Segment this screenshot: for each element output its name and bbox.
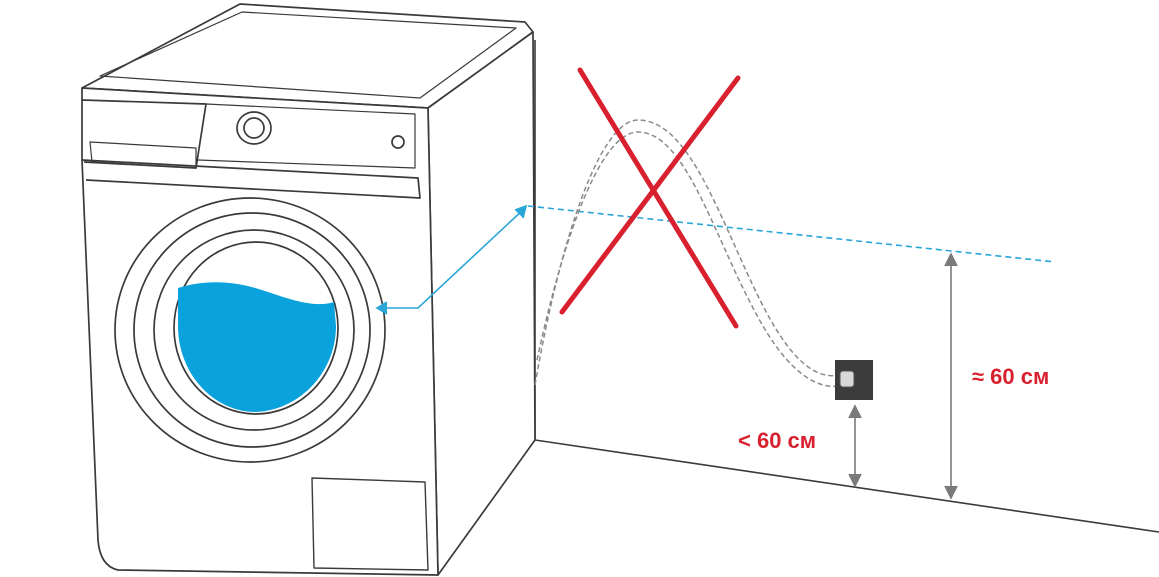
control-knob-icon[interactable] bbox=[236, 111, 272, 145]
dimension-arrows bbox=[848, 252, 958, 500]
drain-hose bbox=[534, 119, 841, 388]
hose-edge-2 bbox=[536, 131, 841, 388]
water-level-arrow-line bbox=[377, 207, 526, 309]
water-level-indicator bbox=[375, 204, 1056, 315]
drain-outlet-icon bbox=[835, 360, 873, 400]
cross-stroke-2 bbox=[559, 75, 741, 315]
water-level-fill bbox=[178, 282, 336, 412]
door-outer[interactable] bbox=[114, 197, 386, 463]
drawer-slot bbox=[89, 141, 197, 169]
room-corner bbox=[534, 40, 1159, 533]
washing-machine-icon bbox=[81, 3, 536, 576]
machine-side bbox=[427, 31, 536, 576]
water-arrowhead-top bbox=[944, 252, 958, 267]
control-knob-inner bbox=[243, 117, 265, 139]
drain-height-label: < 60 см bbox=[738, 428, 816, 453]
water-arrowhead-bottom bbox=[944, 485, 958, 500]
drain-arrowhead-top bbox=[848, 404, 862, 419]
arrowhead-left bbox=[375, 301, 388, 315]
cross-icon bbox=[559, 67, 741, 329]
arrowhead-up bbox=[514, 204, 528, 219]
door-ring bbox=[133, 212, 371, 448]
door-glass bbox=[173, 241, 339, 415]
water-level-dashed-line bbox=[527, 205, 1056, 263]
power-button[interactable] bbox=[391, 135, 405, 149]
control-panel bbox=[81, 159, 421, 199]
display-strip bbox=[197, 103, 416, 169]
drain-arrowhead-bottom bbox=[848, 473, 862, 488]
cross-stroke-1 bbox=[577, 67, 739, 329]
hose-edge-1 bbox=[534, 119, 841, 386]
machine-top-inner bbox=[99, 11, 517, 99]
outlet-pipe bbox=[839, 370, 855, 388]
water-level-height-label: ≈ 60 см bbox=[972, 364, 1049, 389]
wall-floor-line bbox=[534, 439, 1159, 533]
door-ring-inner bbox=[153, 229, 355, 431]
service-hatch bbox=[311, 477, 429, 571]
